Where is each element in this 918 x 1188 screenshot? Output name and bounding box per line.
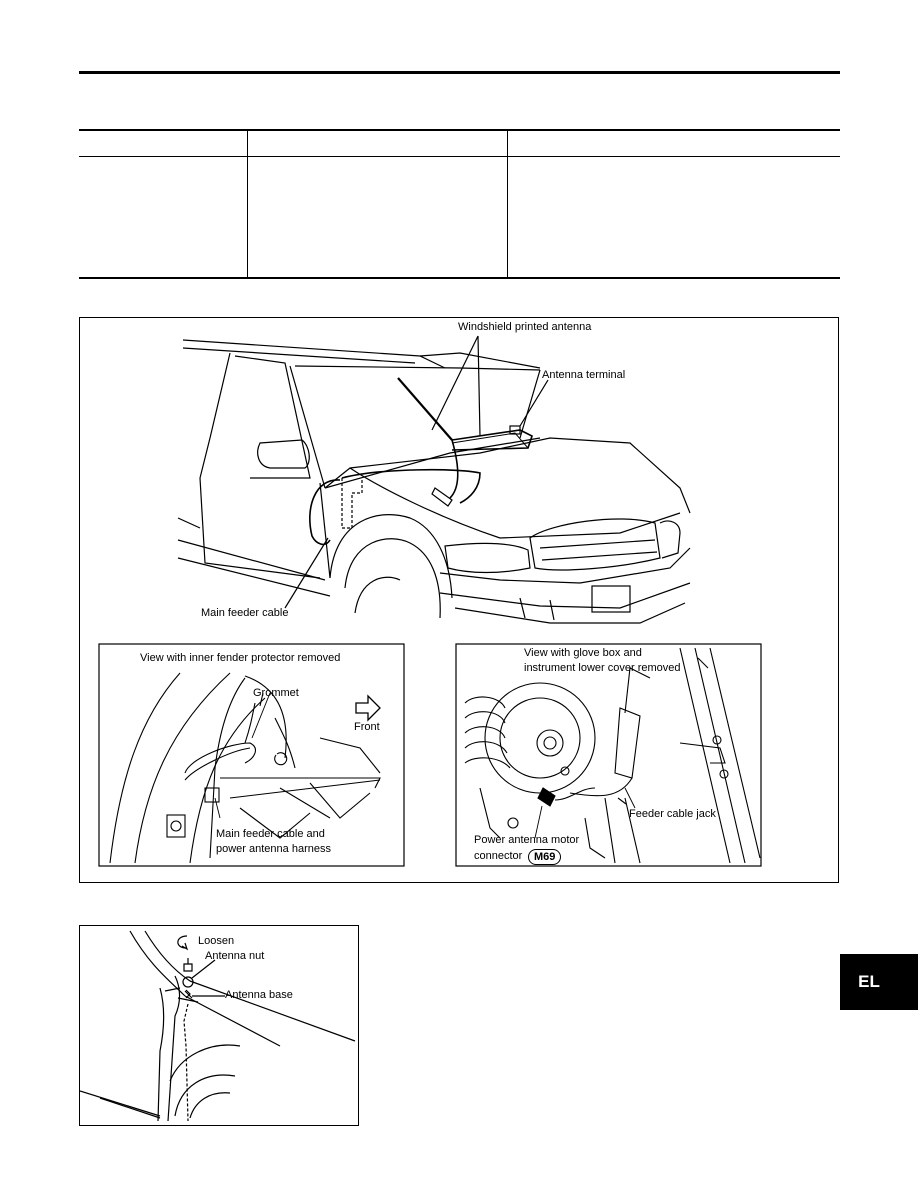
section-tab-label: EL bbox=[858, 972, 880, 991]
harness-label-line2: power antenna harness bbox=[216, 843, 331, 855]
motor-connector-label-line2: connector bbox=[474, 850, 523, 862]
table-bottom-rule bbox=[79, 277, 840, 279]
vehicle-illustration bbox=[98, 335, 762, 867]
feeder-cable-jack-label: Feeder cable jack bbox=[629, 808, 716, 820]
connector-id-badge: M69 bbox=[528, 849, 562, 865]
antenna-terminal-label: Antenna terminal bbox=[542, 369, 626, 381]
table-top-rule bbox=[79, 129, 840, 131]
inset-left-title: View with inner fender protector removed bbox=[140, 652, 341, 664]
grommet-label: Grommet bbox=[253, 687, 299, 699]
front-label: Front bbox=[354, 721, 380, 733]
inset-right-title-line2: instrument lower cover removed bbox=[524, 662, 681, 674]
table-header-divider bbox=[79, 156, 840, 157]
loosen-label: Loosen bbox=[198, 935, 235, 947]
header-rule bbox=[79, 71, 840, 74]
table-col-divider-1 bbox=[247, 130, 248, 278]
antenna-nut-label: Antenna nut bbox=[205, 950, 265, 962]
motor-connector-label-line1: Power antenna motor bbox=[474, 834, 580, 846]
antenna-base-figure: Loosen Antenna nut Antenna base bbox=[79, 925, 359, 1126]
table-col-divider-2 bbox=[507, 130, 508, 278]
harness-label-line1: Main feeder cable and bbox=[216, 828, 325, 840]
fender-illustration bbox=[80, 930, 356, 1122]
antenna-location-figure: Windshield printed antenna Antenna termi… bbox=[79, 317, 839, 883]
main-feeder-cable-label: Main feeder cable bbox=[201, 607, 289, 619]
windshield-antenna-label: Windshield printed antenna bbox=[458, 321, 592, 333]
inset-right-title-line1: View with glove box and bbox=[524, 647, 642, 659]
antenna-base-label: Antenna base bbox=[225, 989, 293, 1001]
section-tab-el: EL bbox=[840, 954, 918, 1010]
